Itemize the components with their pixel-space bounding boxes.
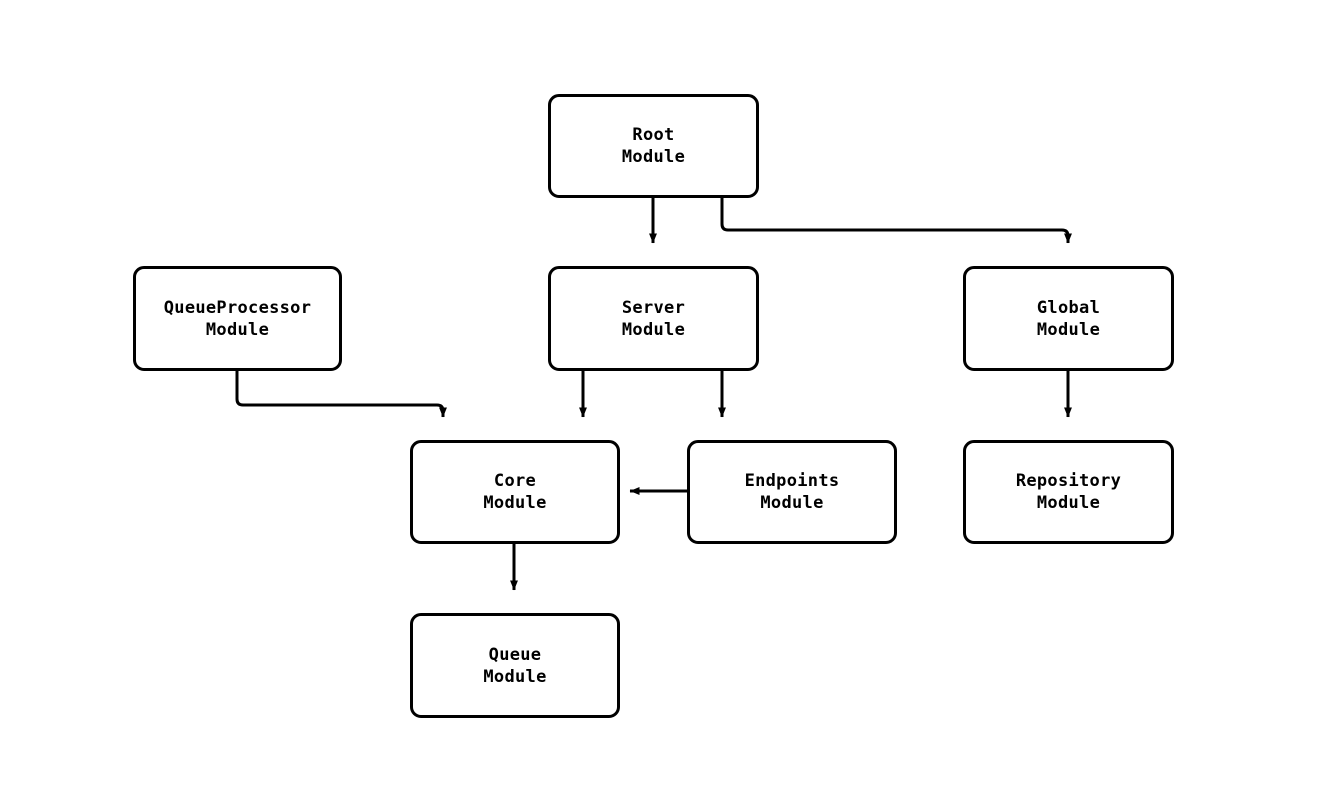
node-core-module[interactable]: Core Module [410,440,620,544]
node-label-line2: Module [621,147,686,167]
node-label-line1: Repository [1015,471,1122,491]
node-root-module[interactable]: Root Module [548,94,759,198]
node-repository-module[interactable]: Repository Module [963,440,1174,544]
node-global-module[interactable]: Global Module [963,266,1174,371]
node-label-line2: Module [621,319,686,340]
node-endpoints-module[interactable]: Endpoints Module [687,440,897,544]
node-label-line1: QueueProcessor [163,297,312,318]
node-label-line2: Module [483,666,547,687]
node-queueprocessor-module[interactable]: QueueProcessor Module [133,266,342,371]
node-label-line1: Server [621,297,686,318]
node-label-line1: Queue [488,644,542,665]
node-label-line2: Module [205,319,270,340]
node-label-line2: Module [760,493,824,513]
node-queue-module[interactable]: Queue Module [410,613,620,718]
edge-root-to-global [720,198,1072,244]
node-label-line1: Global [1036,297,1101,318]
node-label-line2: Module [1036,493,1101,513]
edge-queueprocessor-to-core [235,371,447,418]
node-label-line2: Module [483,493,547,513]
node-label-line1: Endpoints [744,471,840,491]
node-label-line2: Module [1036,319,1101,340]
node-label-line1: Core [493,471,537,491]
node-label-line1: Root [632,125,675,145]
node-server-module[interactable]: Server Module [548,266,759,371]
